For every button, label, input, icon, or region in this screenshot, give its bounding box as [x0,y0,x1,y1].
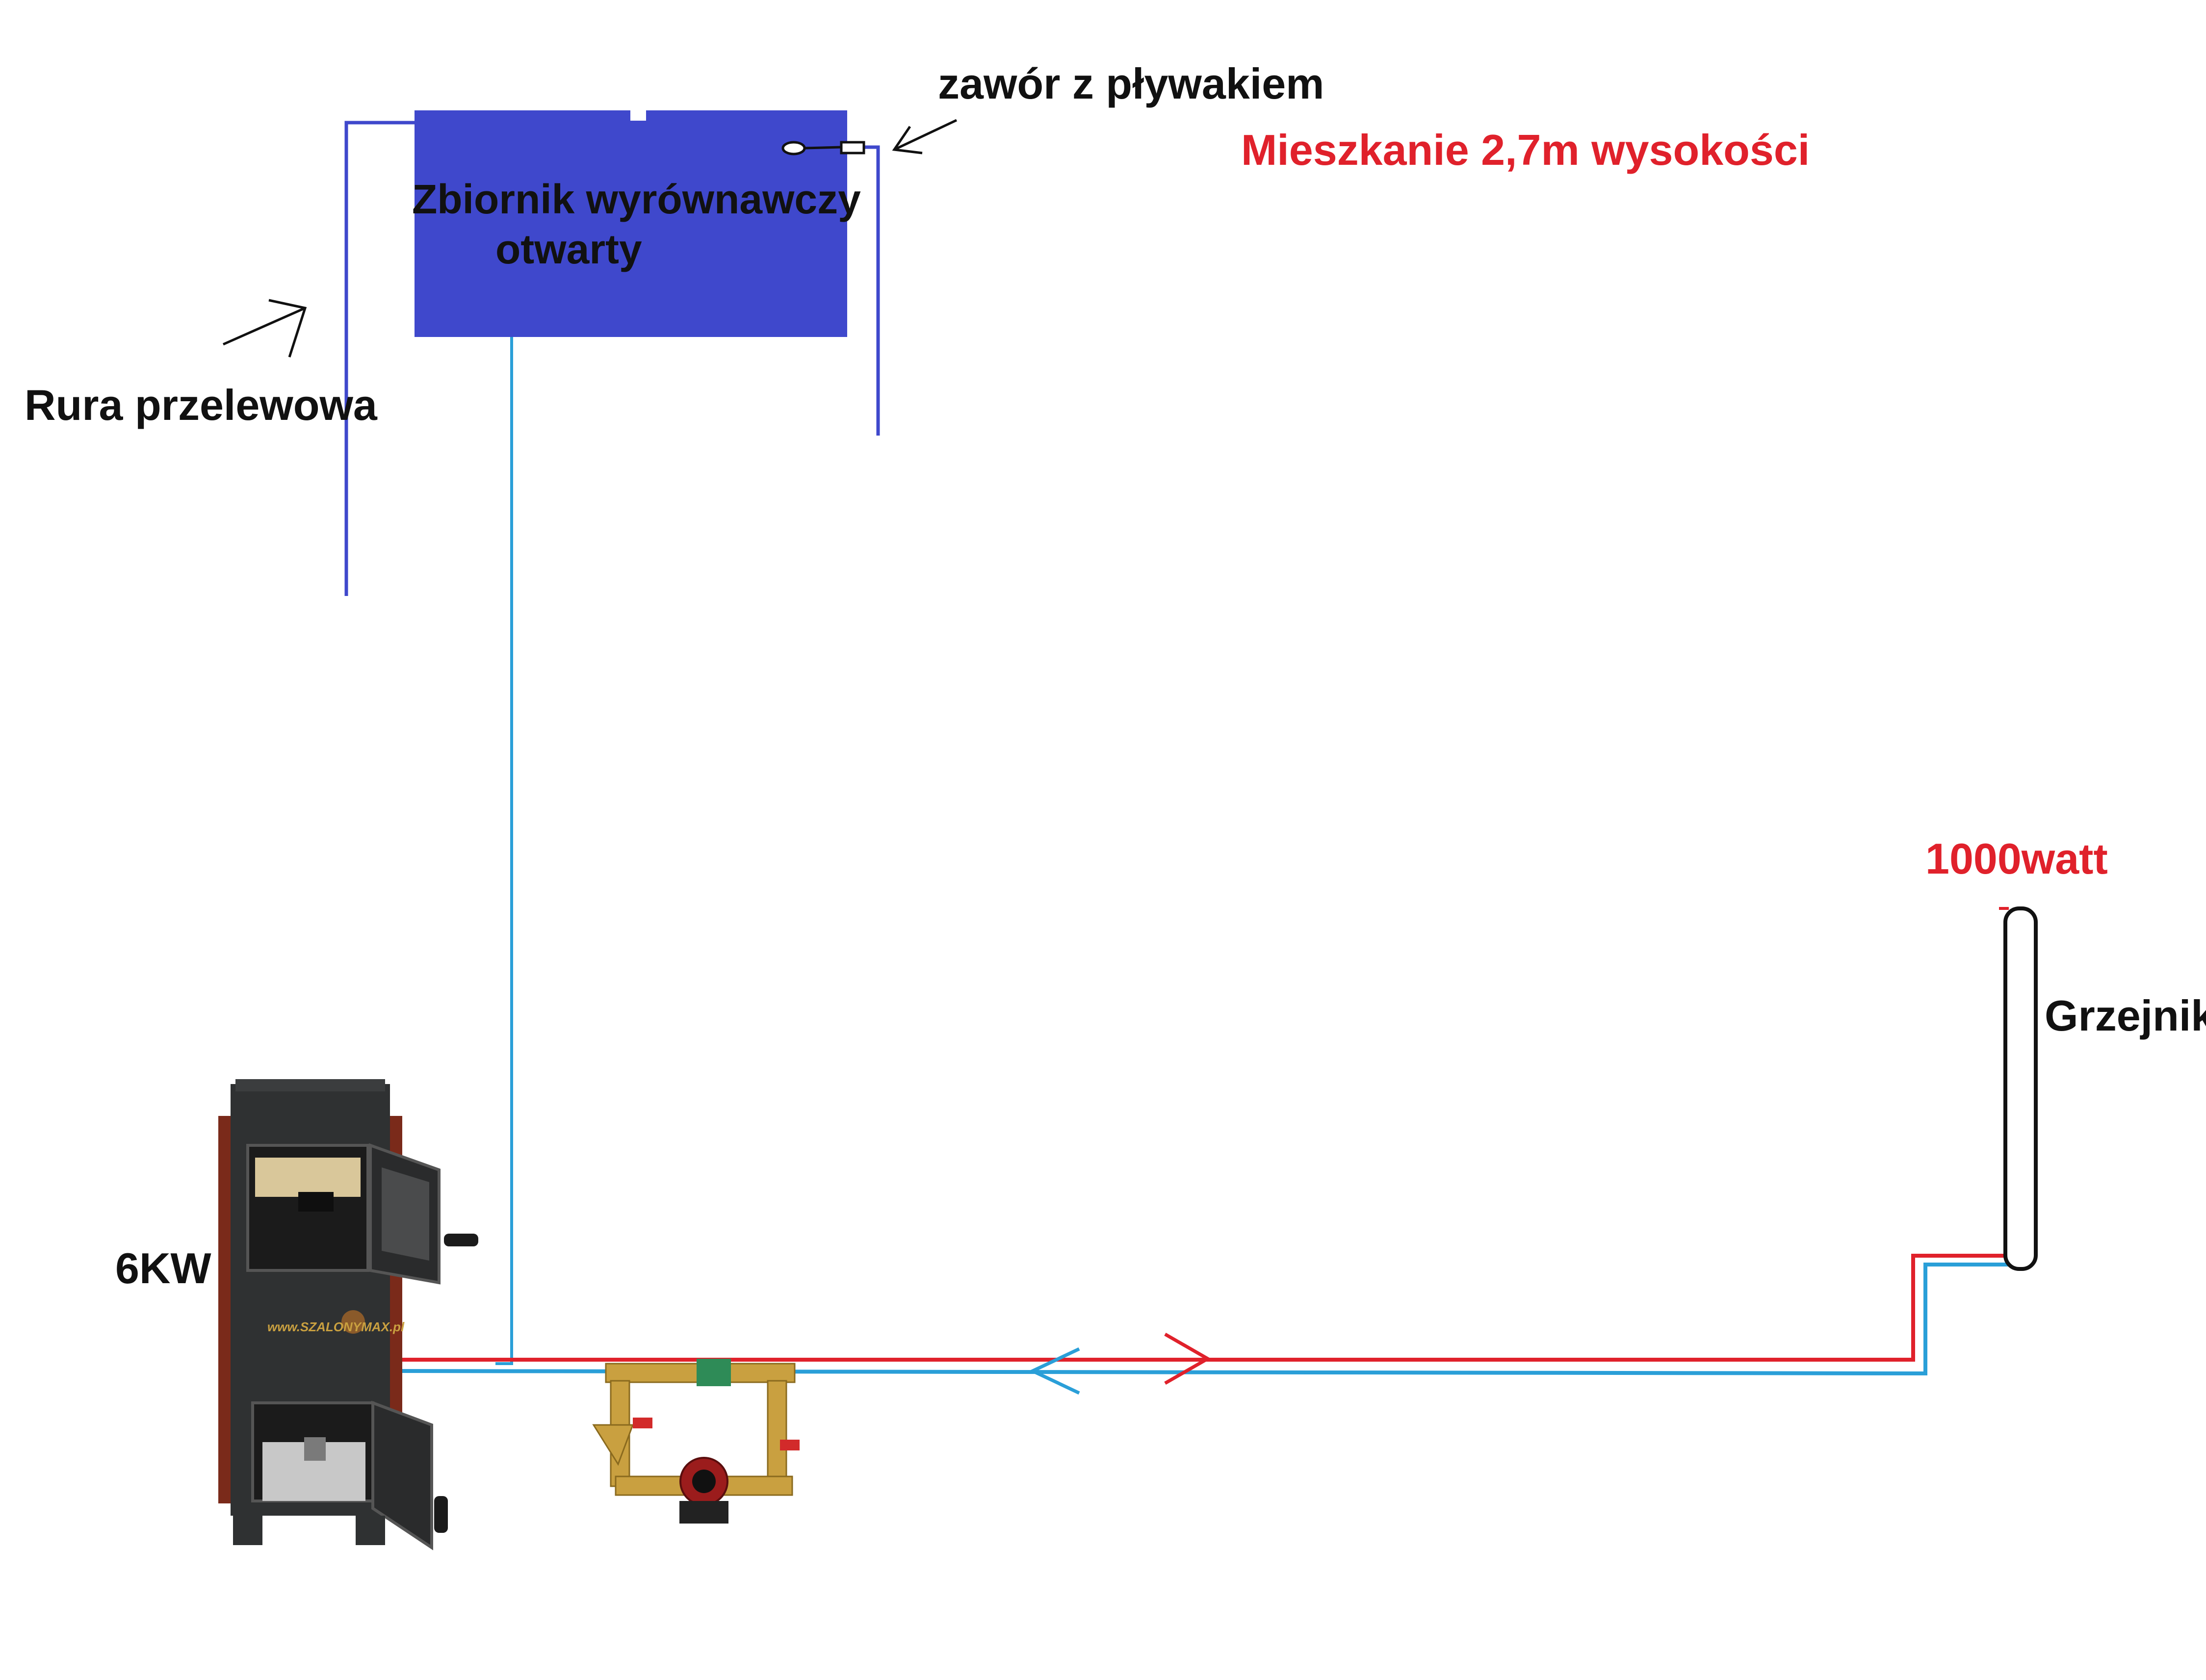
radiator-power-label: 1000watt [1925,834,2108,883]
flow-arrow-supply-icon [1164,1332,1212,1385]
boiler-power-label: 6KW [115,1244,211,1292]
pump-group [592,1359,800,1524]
pump-group-valve-body [697,1359,731,1386]
boiler-leg-right [356,1516,385,1545]
upper-door-handle [444,1234,478,1246]
boiler-top [235,1079,385,1091]
upper-firebox-interior [255,1158,361,1197]
expansion-safety-pipe [495,337,513,1365]
upper-door-glass [382,1167,429,1261]
radiator-body [2003,906,2038,1271]
brand-watermark: www.SZALONYMAX.pl [267,1319,405,1334]
strainer-filter [592,1424,634,1466]
apartment-height-label: Mieszkanie 2,7m wysokości [1241,126,1810,174]
brand-logo-icon [341,1310,365,1334]
boiler-leg-left [233,1516,262,1545]
ash-drawer-handle [304,1437,326,1461]
radiator [2003,906,2038,1271]
expansion-tank [415,107,847,337]
ball-valve-handle-left [633,1418,652,1428]
circulation-pump-hub [692,1470,716,1493]
cold-return-pipe [399,1263,2009,1376]
tank-body [415,110,847,337]
tank-label-line2: otwarty [495,226,642,272]
tank-vent-notch [630,107,646,121]
overflow-pipe-label: Rura przelewowa [25,381,377,429]
overflow-pipe-arrow-icon [222,299,307,358]
float-valve-label: zawór z pływakiem [938,59,1324,108]
tank-label-line1: Zbiornik wyrównawczy [412,176,861,222]
pump-group-right-riser [767,1380,787,1487]
lower-door-handle [434,1496,448,1533]
solid-fuel-boiler [218,1079,478,1551]
lower-door [371,1400,433,1551]
overflow-pipe [344,121,415,596]
radiator-label: Grzejnik [2045,991,2206,1040]
circulation-pump-base [679,1501,728,1524]
float-valve-icon [781,141,865,155]
firebox-opening [298,1192,334,1212]
hot-supply-pipe [400,1254,2005,1362]
ball-valve-handle-right [780,1440,800,1450]
flow-arrow-return-icon [1028,1347,1080,1395]
float-valve-arrow-icon [892,119,958,155]
